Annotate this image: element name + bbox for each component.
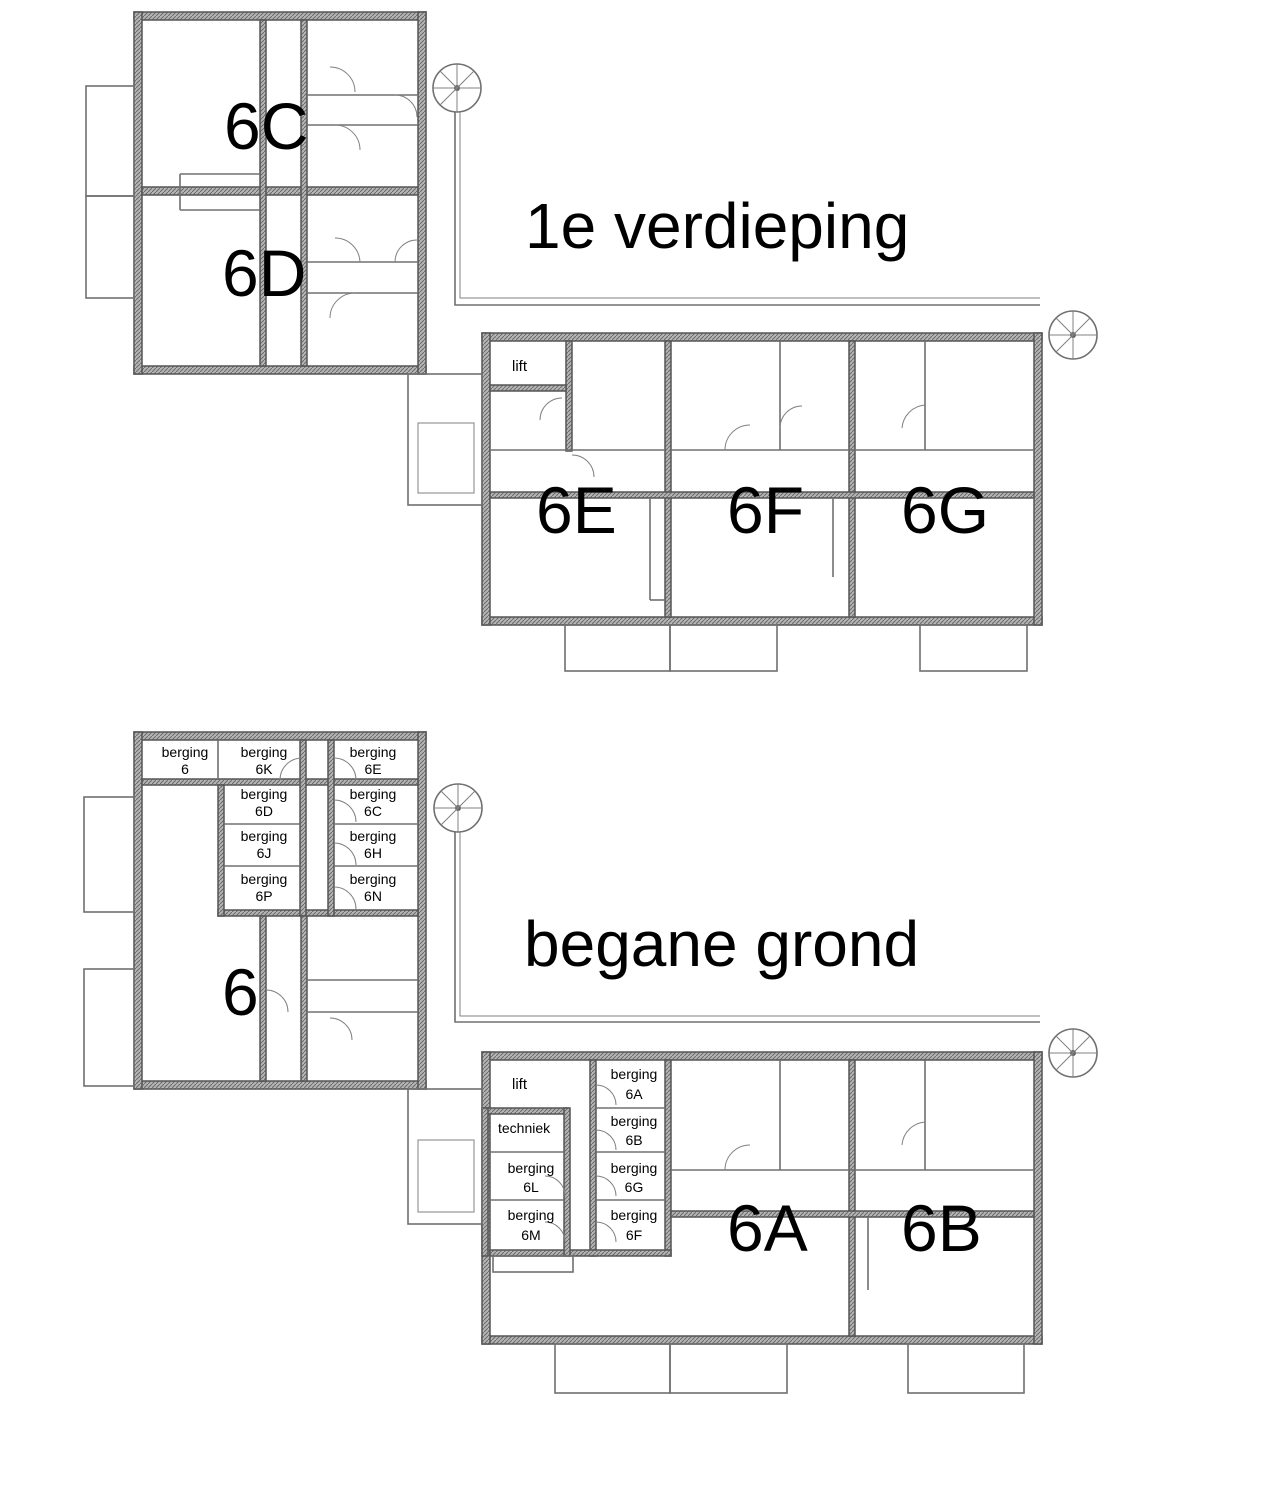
- first-floor-plan: 1e verdieping 6C 6D 6E 6F 6G lift: [85, 11, 1098, 672]
- storage-code: 6J: [257, 845, 272, 861]
- storage-code: 6B: [625, 1132, 642, 1148]
- storage-word: berging: [241, 786, 288, 802]
- storage-word: berging: [508, 1207, 555, 1223]
- storage-word: berging: [611, 1160, 658, 1176]
- storage-word: berging: [162, 744, 209, 760]
- storage-code: 6P: [255, 888, 272, 904]
- storage-code: 6L: [523, 1179, 539, 1195]
- spiral-stair-icon: [1048, 1028, 1098, 1078]
- storage-code: 6H: [364, 845, 382, 861]
- ground-floor-plan: begane grond 6 6A 6B lift techniek bergi…: [83, 731, 1098, 1394]
- storage-labels: berging 6 berging 6K berging 6E berging …: [162, 744, 658, 1243]
- storage-word: berging: [611, 1113, 658, 1129]
- storage-code: 6A: [625, 1086, 643, 1102]
- spiral-stair-icon: [433, 783, 483, 833]
- storage-word: berging: [350, 828, 397, 844]
- unit-label: 6F: [727, 473, 804, 547]
- storage-word: berging: [241, 744, 288, 760]
- east-block-walls: [481, 332, 1043, 626]
- storage-word: berging: [611, 1066, 658, 1082]
- storage-word: berging: [241, 828, 288, 844]
- floor-title: 1e verdieping: [525, 190, 909, 262]
- storage-code: 6F: [626, 1227, 642, 1243]
- storage-word: berging: [241, 871, 288, 887]
- unit-label: 6D: [222, 236, 306, 310]
- west-block-walls: [133, 731, 427, 1090]
- unit-label: 6E: [536, 473, 617, 547]
- storage-code: 6M: [521, 1227, 540, 1243]
- room-label: techniek: [498, 1120, 551, 1136]
- unit-label: 6C: [224, 89, 308, 163]
- storage-code: 6N: [364, 888, 382, 904]
- storage-code: 6: [181, 761, 189, 777]
- storage-word: berging: [350, 871, 397, 887]
- spiral-stair-icon: [1048, 310, 1098, 360]
- unit-label: 6A: [727, 1191, 808, 1265]
- west-block-walls: [133, 11, 427, 375]
- east-block-walls: [481, 1051, 1043, 1345]
- storage-word: berging: [350, 786, 397, 802]
- storage-code: 6E: [364, 761, 381, 777]
- storage-word: berging: [350, 744, 397, 760]
- storage-code: 6D: [255, 803, 273, 819]
- room-label: lift: [512, 358, 528, 375]
- storage-word: berging: [508, 1160, 555, 1176]
- spiral-stair-icon: [432, 63, 482, 113]
- storage-code: 6G: [625, 1179, 644, 1195]
- unit-label: 6G: [901, 473, 989, 547]
- storage-word: berging: [611, 1207, 658, 1223]
- unit-label: 6B: [901, 1191, 982, 1265]
- unit-label: 6: [222, 955, 259, 1029]
- floor-title: begane grond: [524, 908, 919, 980]
- storage-code: 6C: [364, 803, 382, 819]
- storage-code: 6K: [255, 761, 273, 777]
- room-label: lift: [512, 1076, 528, 1093]
